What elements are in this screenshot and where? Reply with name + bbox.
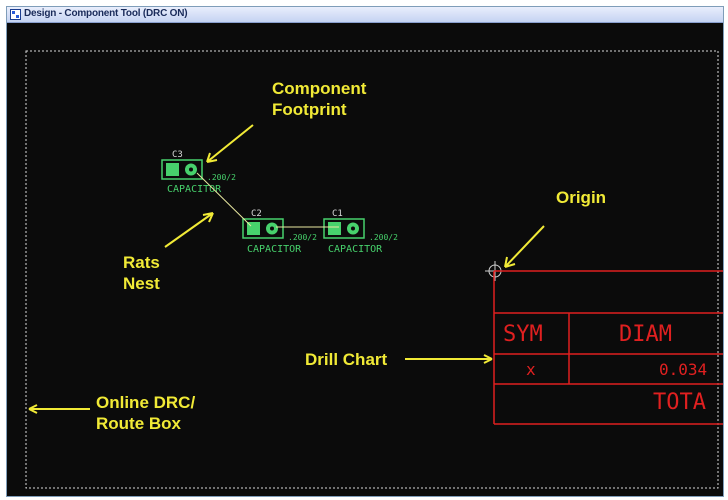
annotation-component-footprint: Component Footprint — [272, 78, 366, 120]
annotation-online-drc: Online DRC/ Route Box — [96, 392, 195, 434]
drill-chart-total: TOTA — [653, 390, 706, 415]
annotation-rats-nest-line2: Nest — [123, 274, 160, 293]
c3-label: CAPACITOR — [167, 184, 222, 195]
component-c1[interactable]: C1 .200/2 CAPACITOR — [323, 209, 398, 255]
c2-pad-text: .200/2 — [288, 233, 317, 242]
window-title: Design - Component Tool (DRC ON) — [24, 8, 188, 19]
component-c3[interactable]: C3 .200/2 CAPACITOR — [161, 150, 236, 195]
c1-ref: C1 — [332, 209, 343, 219]
pcb-canvas[interactable]: C3 .200/2 CAPACITOR C2 .200/2 CAPACITOR — [7, 23, 723, 496]
drill-chart-row-sym: x — [526, 360, 536, 379]
arrow-component-footprint — [206, 124, 254, 163]
arrow-rats-nest — [164, 212, 214, 248]
c3-ref: C3 — [172, 150, 183, 160]
c1-label: CAPACITOR — [328, 244, 383, 255]
c2-ref: C2 — [251, 209, 262, 219]
annotation-component-footprint-line2: Footprint — [272, 100, 347, 119]
drill-chart-row-diam: 0.034 — [659, 360, 707, 379]
arrow-drill-chart — [405, 354, 493, 364]
annotation-arrows — [28, 124, 545, 414]
annotation-drill-chart: Drill Chart — [305, 350, 388, 369]
annotation-component-footprint-line1: Component — [272, 79, 367, 98]
annotation-online-drc-line1: Online DRC/ — [96, 393, 196, 412]
arrow-online-drc — [28, 404, 90, 414]
c2-label: CAPACITOR — [247, 244, 302, 255]
annotation-rats-nest: Rats Nest — [123, 252, 160, 294]
drill-chart[interactable] — [493, 270, 723, 425]
component-c2[interactable]: C2 .200/2 CAPACITOR — [242, 209, 317, 255]
annotation-origin: Origin — [556, 188, 607, 207]
drill-chart-header-sym: SYM — [503, 322, 543, 347]
drill-chart-header-diam: DIAM — [619, 322, 672, 347]
annotation-rats-nest-line1: Rats — [123, 253, 160, 272]
route-box — [25, 50, 719, 489]
design-app-icon — [10, 9, 21, 20]
rats-nest-lines — [196, 172, 339, 228]
c3-pad-text: .200/2 — [207, 173, 236, 182]
annotation-online-drc-line2: Route Box — [96, 414, 181, 433]
c1-pad-text: .200/2 — [369, 233, 398, 242]
title-bar[interactable]: Design - Component Tool (DRC ON) — [7, 7, 723, 23]
pcb-drawing: C3 .200/2 CAPACITOR C2 .200/2 CAPACITOR — [25, 50, 723, 489]
design-window: Design - Component Tool (DRC ON) C3 .200… — [6, 6, 724, 497]
arrow-origin — [504, 225, 545, 268]
